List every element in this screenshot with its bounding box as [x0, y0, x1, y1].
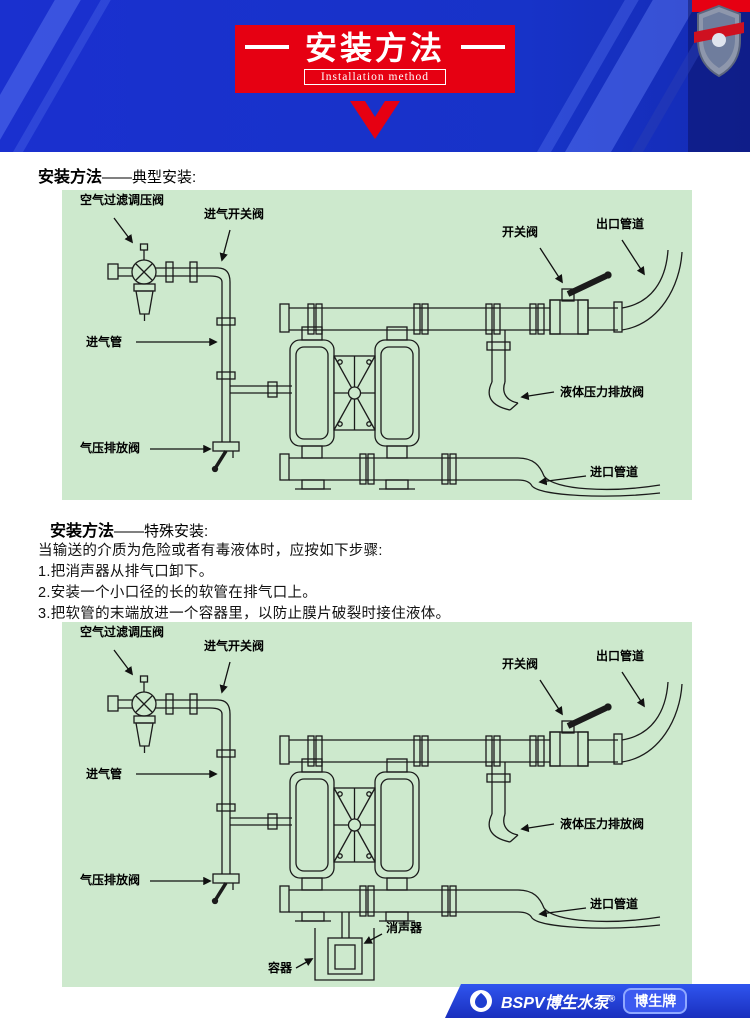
pump-drawing	[108, 244, 682, 496]
label-container: 容器	[268, 961, 293, 975]
special-installation-diagram	[62, 649, 692, 981]
brand-name: BSPV博生水泵®	[501, 989, 615, 1013]
heading-bold: 安装方法	[38, 169, 103, 186]
banner: 安装方法 Installation method	[0, 0, 750, 152]
title-left-bar	[245, 45, 289, 49]
label-inlet-pipe: 进口管道	[590, 897, 639, 911]
label-arrows	[113, 217, 645, 486]
special-step-3: 3.把软管的末端放进一个容器里，以防止膜片破裂时接住液体。	[38, 606, 451, 622]
banner-title-box: 安装方法 Installation method	[235, 25, 515, 93]
label-outlet-pipe: 出口管道	[596, 649, 645, 663]
label-liquid-pressure-relief: 液体压力排放阀	[560, 817, 645, 831]
typical-installation-diagram	[62, 217, 692, 500]
page-title: 安装方法	[304, 30, 445, 66]
label-intake-switch-valve: 进气开关阀	[204, 639, 265, 653]
special-install-heading: 安装方法——特殊安装:	[50, 517, 208, 541]
decor-stripe	[0, 0, 95, 152]
label-air-filter-valve: 空气过滤调压阀	[80, 193, 165, 207]
special-install-intro: 当输送的介质为危险或者有毒液体时，应按如下步骤:	[38, 543, 383, 559]
title-right-bar	[461, 45, 505, 49]
down-chevron-icon	[350, 101, 400, 139]
exhaust-hose-container-group	[314, 912, 375, 981]
label-air-pressure-relief: 气压排放阀	[80, 441, 141, 455]
label-arrows	[113, 649, 645, 969]
label-intake-pipe: 进气管	[86, 767, 123, 781]
label-liquid-pressure-relief: 液体压力排放阀	[560, 385, 645, 399]
special-installation-panel: 空气过滤调压阀 进气开关阀 开关阀 出口管道 进气管 液体压力排放阀 气压排放阀…	[62, 622, 692, 987]
label-intake-pipe: 进气管	[86, 335, 123, 349]
brand-logo-icon	[470, 990, 492, 1012]
heading-bold: 安装方法	[50, 523, 115, 540]
registered-mark: ®	[608, 993, 616, 1004]
label-inlet-pipe: 进口管道	[590, 465, 639, 479]
label-intake-switch-valve: 进气开关阀	[204, 207, 265, 221]
label-outlet-pipe: 出口管道	[596, 217, 645, 231]
brand-crest-logo	[694, 4, 744, 78]
footer-brand-bar: BSPV博生水泵® 博生牌	[445, 984, 750, 1018]
page-subtitle: Installation method	[303, 69, 447, 85]
heading-suffix: ——典型安装:	[102, 169, 197, 186]
label-air-pressure-relief: 气压排放阀	[80, 873, 141, 887]
special-step-1: 1.把消声器从排气口卸下。	[38, 564, 214, 580]
special-step-2: 2.安装一个小口径的长的软管在排气口上。	[38, 585, 318, 601]
label-switch-valve: 开关阀	[502, 657, 539, 671]
label-muffler: 消声器	[386, 921, 423, 935]
label-air-filter-valve: 空气过滤调压阀	[80, 625, 165, 639]
typical-installation-panel: 空气过滤调压阀 进气开关阀 开关阀 出口管道 进气管 液体压力排放阀 气压排放阀…	[62, 190, 692, 500]
brand-name-text: BSPV博生水泵	[501, 995, 609, 1012]
brand-badge: 博生牌	[623, 988, 688, 1014]
heading-suffix: ——特殊安装:	[114, 523, 209, 540]
label-switch-valve: 开关阀	[502, 225, 539, 239]
typical-install-heading: 安装方法——典型安装:	[38, 163, 196, 187]
pump-drawing	[108, 676, 682, 928]
